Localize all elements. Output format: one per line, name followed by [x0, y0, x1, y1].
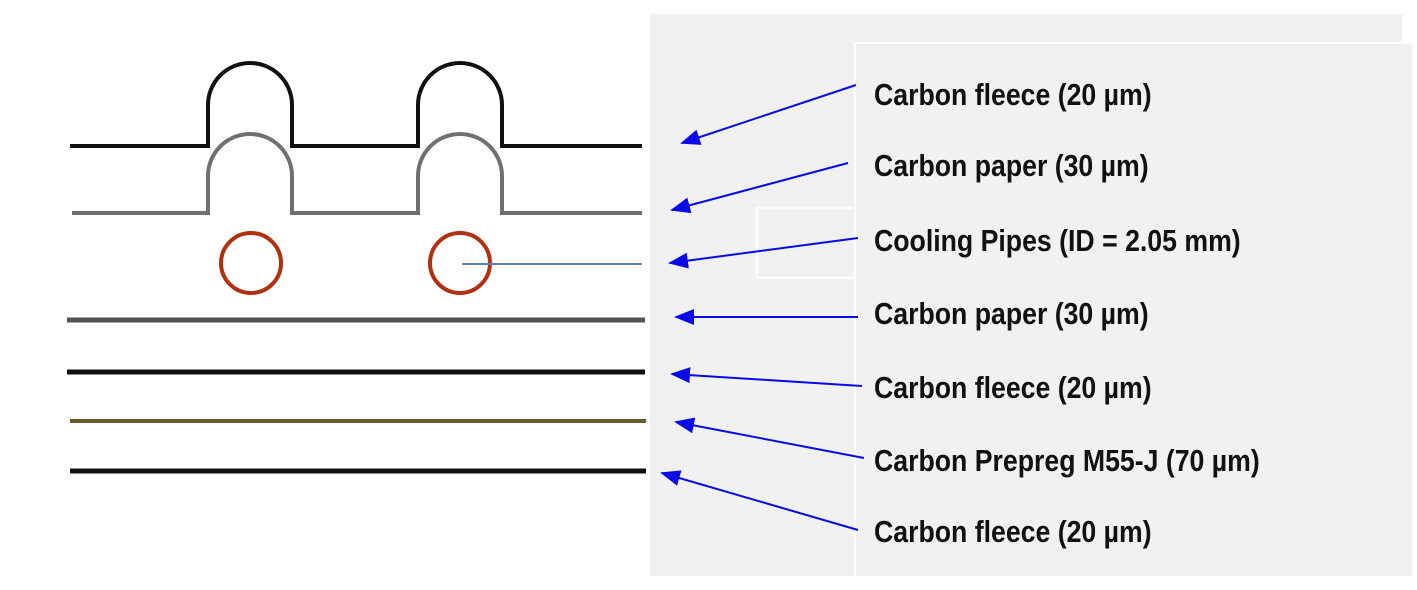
label-carbon-fleece-top: Carbon fleece (20 µm)	[874, 77, 1152, 112]
label-cooling-pipes: Cooling Pipes (ID = 2.05 mm)	[874, 223, 1241, 258]
arrow-carbon-prepreg	[674, 417, 865, 459]
label-carbon-paper-bottom: Carbon paper (30 µm)	[874, 296, 1149, 331]
label-carbon-prepreg: Carbon Prepreg M55-J (70 µm)	[874, 443, 1260, 478]
arrow-cooling-pipes	[668, 237, 859, 269]
arrow-carbon-fleece-middle	[670, 367, 863, 387]
label-carbon-fleece-bottom: Carbon fleece (20 µm)	[874, 514, 1152, 549]
top-carbon-paper-layer	[72, 132, 642, 215]
arrow-carbon-paper-top	[670, 162, 849, 214]
arrow-carbon-fleece-top	[680, 84, 857, 145]
label-carbon-paper-top: Carbon paper (30 µm)	[874, 148, 1149, 183]
top-carbon-fleece-layer	[70, 61, 642, 148]
label-carbon-fleece-middle: Carbon fleece (20 µm)	[874, 370, 1152, 405]
label-panel-patch	[756, 207, 856, 279]
label-panel-inner	[854, 42, 1412, 576]
arrow-carbon-fleece-bottom	[660, 470, 859, 531]
cooling-pipe-left	[219, 231, 283, 295]
